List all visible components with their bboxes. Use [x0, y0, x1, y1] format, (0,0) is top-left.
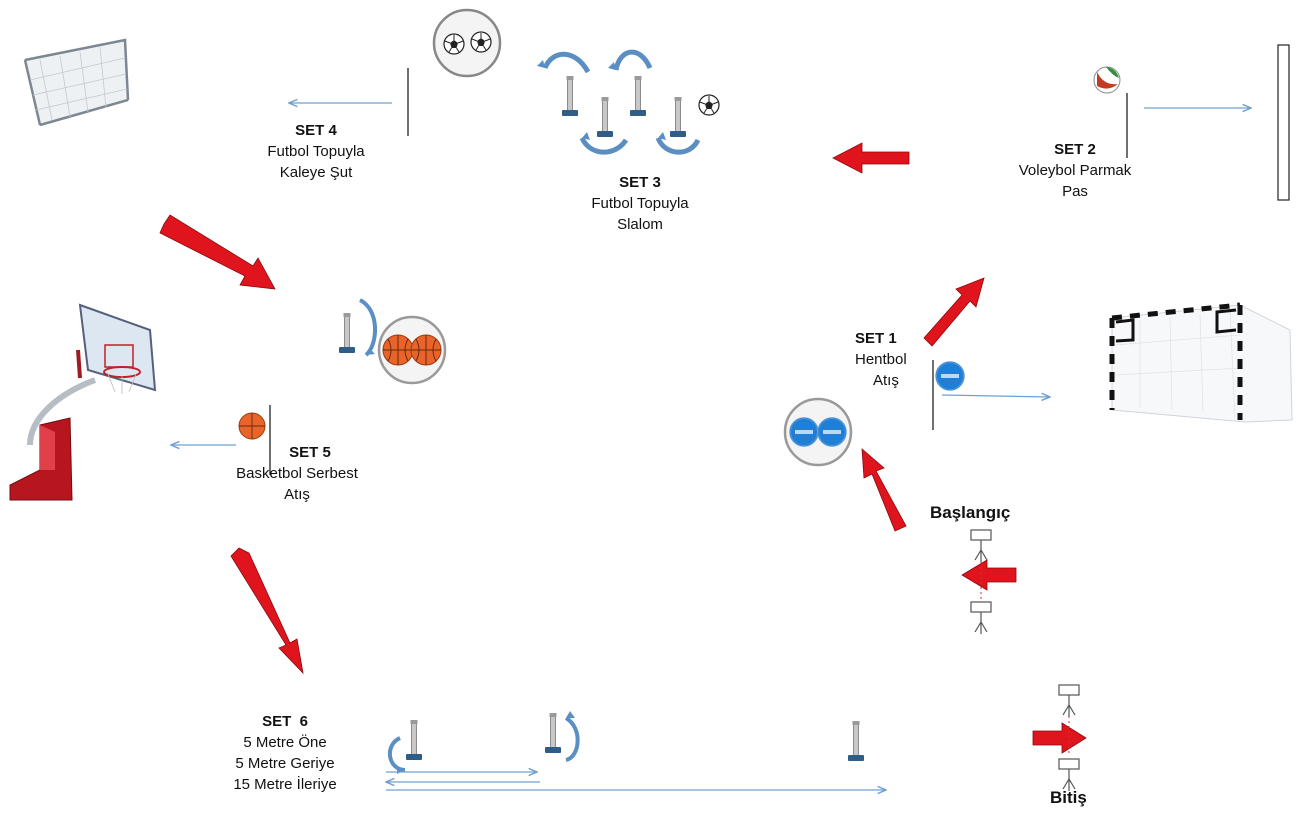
set4-line: Futbol Topuyla [267, 143, 365, 160]
volleyball-icon [1093, 66, 1121, 94]
handball-icon [783, 361, 965, 467]
slalom-pole-icon [388, 711, 865, 774]
wall-target-icon [1277, 44, 1290, 201]
set1-line: Hentbol [855, 351, 907, 368]
set6-label: SET 6 5 Metre Öne 5 Metre Geriye 15 Metr… [210, 711, 360, 795]
basketball-icon [238, 315, 447, 440]
set5-title: SET 5 [289, 444, 331, 461]
set5-label: SET 5 Basketbol Serbest Atış [212, 442, 382, 505]
set6-line: 15 Metre İleriye [233, 776, 337, 793]
soccer-ball-icon [432, 8, 502, 78]
set2-line: Pas [1062, 183, 1088, 200]
soccer-goal-icon [23, 38, 130, 127]
set3-line: Slalom [617, 216, 663, 233]
set1-line: Atış [873, 372, 899, 389]
set3-line: Futbol Topuyla [591, 195, 689, 212]
set1-label: SET 1 Hentbol Atış [855, 328, 935, 391]
finish-label: Bitiş [1050, 788, 1087, 807]
gate-icon [970, 529, 992, 635]
set3-label: SET 3 Futbol Topuyla Slalom [560, 172, 720, 235]
set4-title: SET 4 [295, 122, 337, 139]
set6-line: 5 Metre Öne [243, 734, 327, 751]
start-label: Başlangıç [930, 503, 1011, 522]
set4-line: Kaleye Şut [279, 164, 353, 181]
handball-goal-icon [1109, 302, 1293, 423]
basketball-hoop-icon [9, 303, 157, 501]
set5-line: Basketbol Serbest [236, 465, 358, 482]
set2-line: Voleybol Parmak [1018, 162, 1132, 179]
set2-label: SET 2 Voleybol Parmak Pas [1000, 139, 1150, 202]
slalom-pole-icon [537, 49, 720, 155]
set3-title: SET 3 [619, 174, 661, 191]
flow-arrow [159, 142, 1087, 754]
set4-label: SET 4 Futbol Topuyla Kaleye Şut [236, 120, 396, 183]
gate-icon [1058, 684, 1080, 792]
set5-line: Atış [284, 486, 310, 503]
set2-title: SET 2 [1054, 141, 1096, 158]
set1-title: SET 1 [855, 330, 897, 347]
set6-title: SET 6 [262, 713, 308, 730]
slalom-pole-icon [338, 298, 378, 357]
set6-line: 5 Metre Geriye [235, 755, 335, 772]
set1-throw-arrow [941, 395, 1050, 397]
